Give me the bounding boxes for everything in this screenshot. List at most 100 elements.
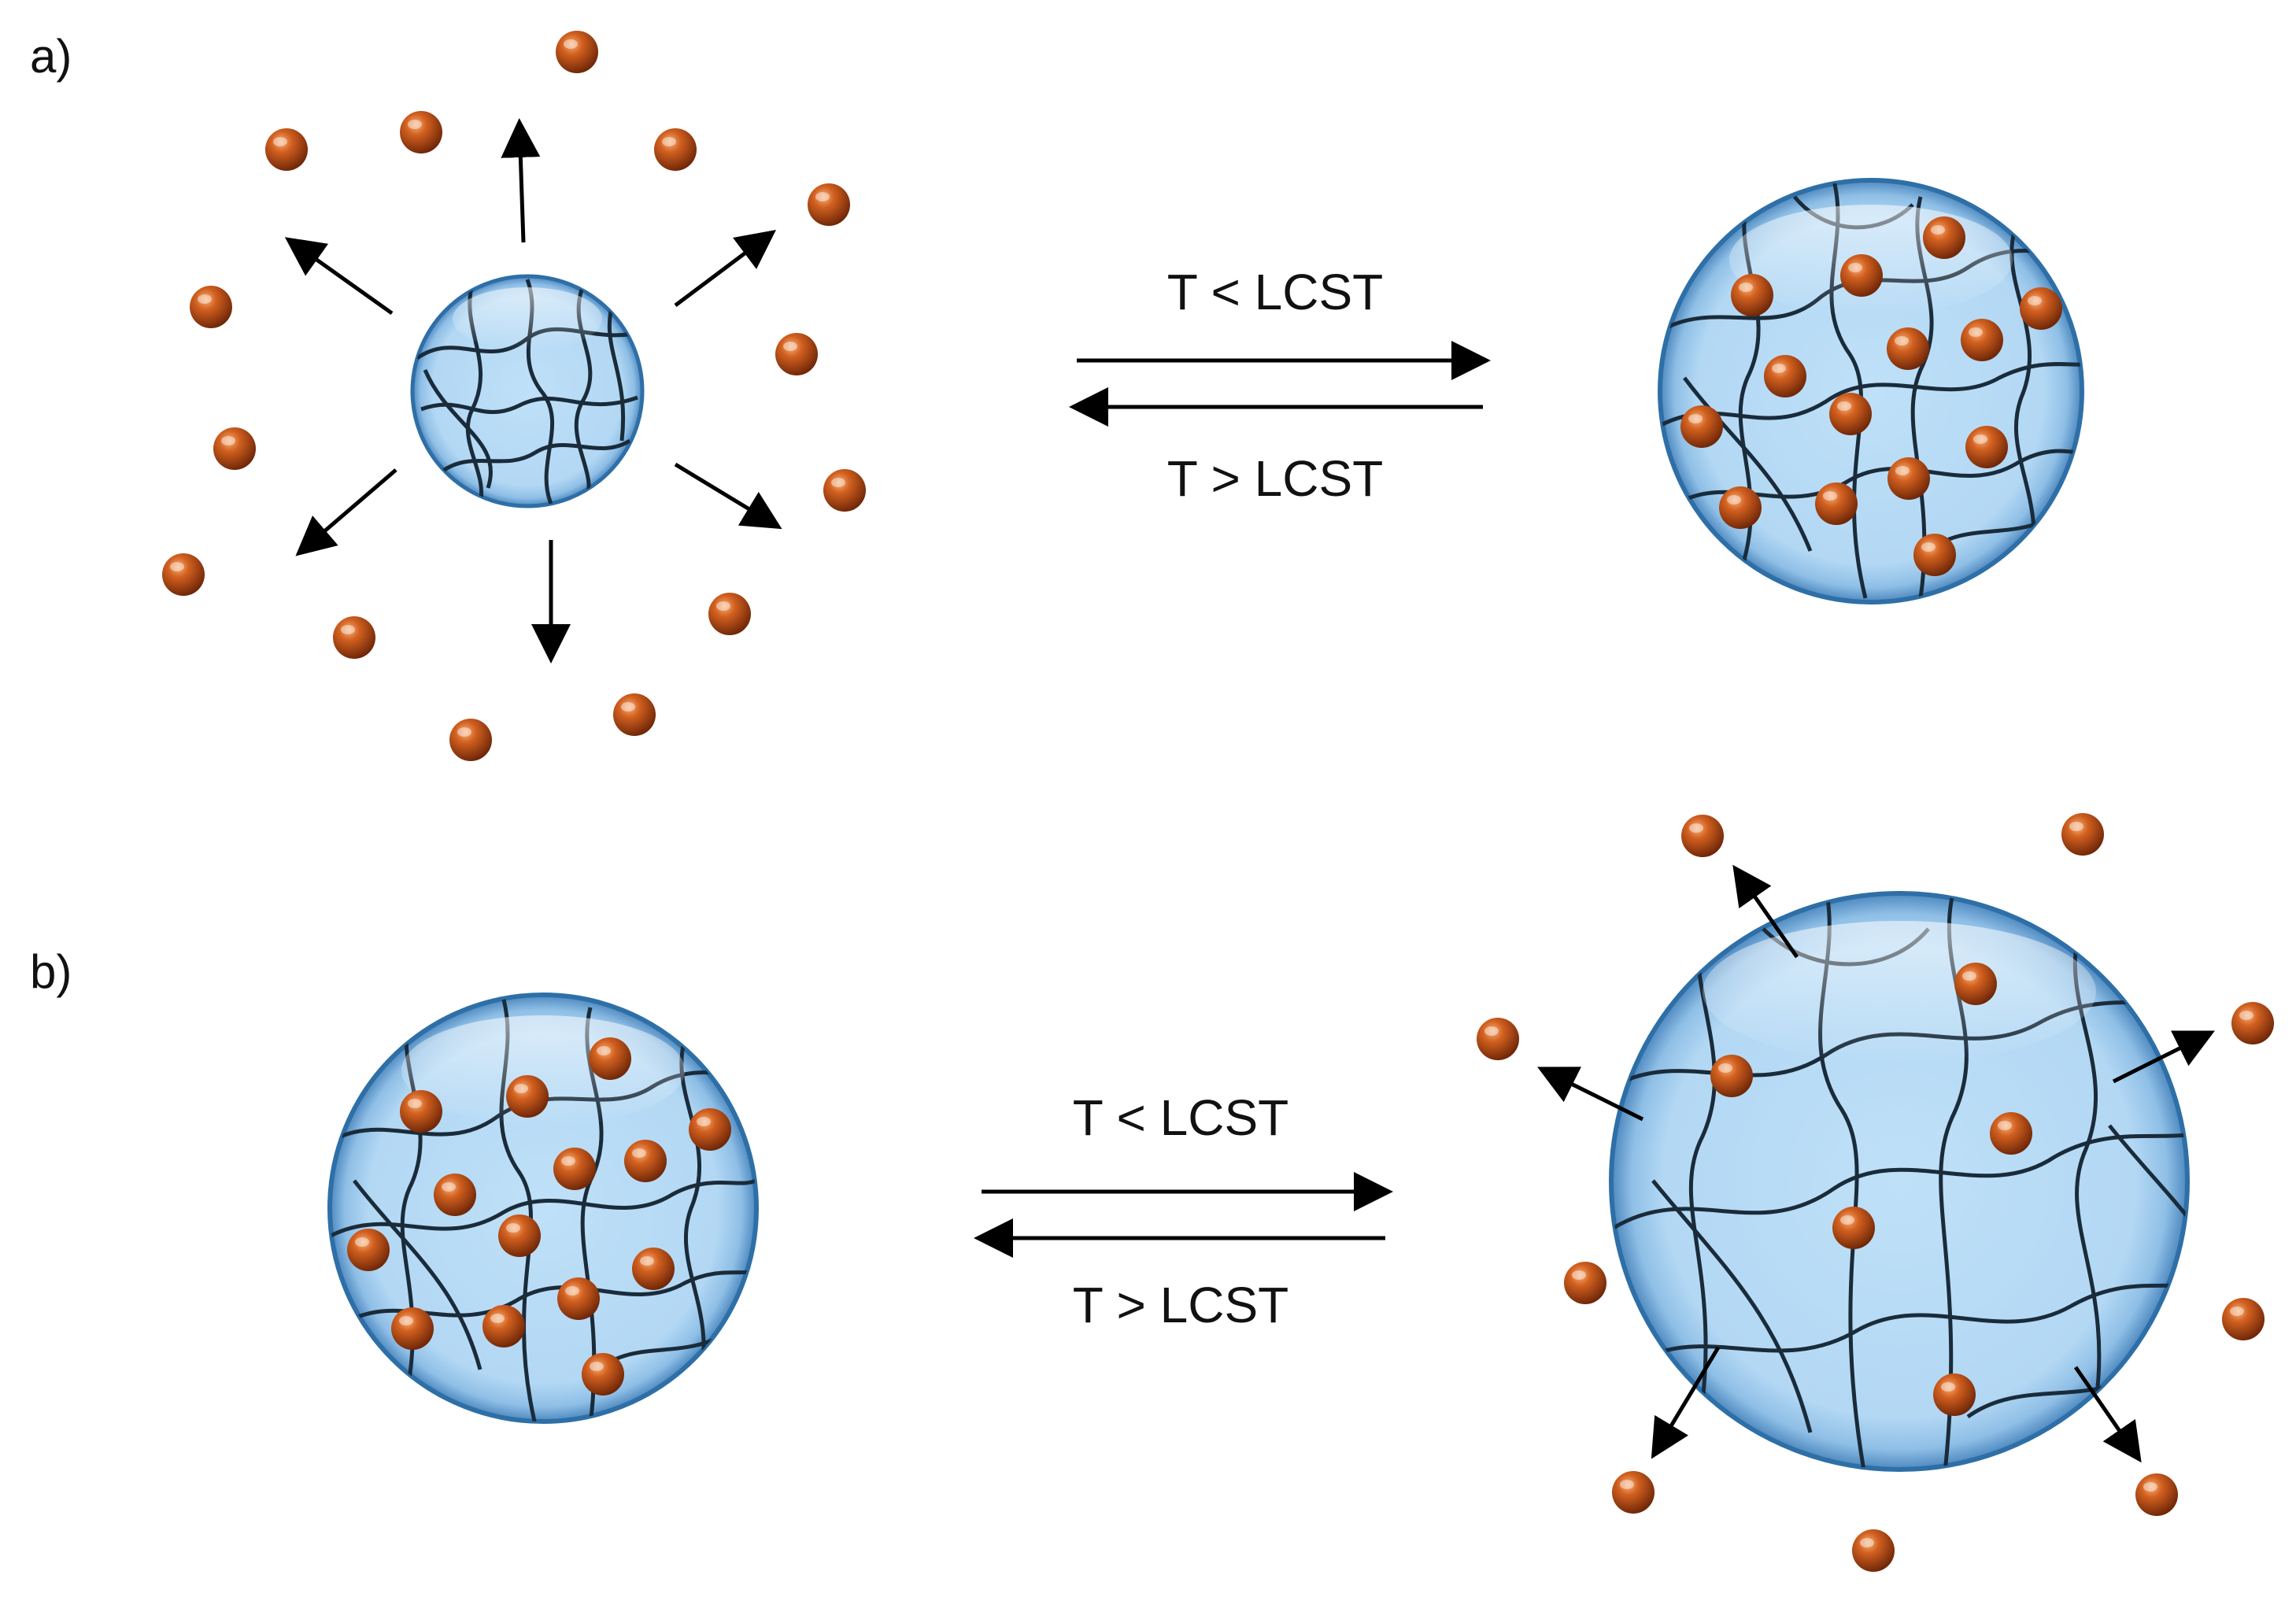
particle-highlight <box>273 137 287 146</box>
particle-highlight <box>1823 491 1837 501</box>
particle-highlight <box>1895 466 1910 475</box>
particle <box>1965 426 2008 468</box>
particle-highlight <box>783 342 797 351</box>
panel-b-forward-condition: T < LCST <box>1073 1089 1288 1146</box>
particle-highlight <box>590 1362 604 1371</box>
particle-highlight <box>1962 971 1976 981</box>
panel-a-equilibrium: T < LCST T > LCST <box>1069 264 1491 507</box>
particle <box>2231 1002 2274 1044</box>
particle-highlight <box>1837 401 1851 411</box>
particle <box>1840 254 1883 297</box>
particle-highlight <box>355 1237 369 1247</box>
particle-highlight <box>1921 542 1936 552</box>
particle <box>391 1307 434 1350</box>
particle-highlight <box>506 1223 520 1233</box>
particle <box>553 1148 596 1190</box>
panel-b-loaded-particles <box>347 1037 731 1396</box>
particle <box>400 111 442 153</box>
particle <box>589 1037 631 1080</box>
particle-highlight <box>2069 822 2083 831</box>
particle <box>1829 393 1872 435</box>
panel-b-equilibrium: T < LCST T > LCST <box>974 1089 1393 1333</box>
particle <box>2020 287 2062 330</box>
particle <box>265 128 308 171</box>
panel-b-released-particles <box>1477 813 2274 1572</box>
particle <box>1933 1373 1976 1416</box>
particle <box>1680 405 1723 448</box>
particle <box>1913 534 1956 576</box>
particle-highlight <box>1860 1538 1874 1547</box>
particle-highlight <box>621 702 635 712</box>
panel-b-inner-particles <box>1710 963 2032 1416</box>
particle <box>400 1090 442 1133</box>
particle <box>1710 1055 1753 1097</box>
particle <box>624 1140 667 1182</box>
particle-highlight <box>2239 1011 2253 1020</box>
particle <box>1477 1018 1519 1060</box>
particle-highlight <box>564 39 578 49</box>
particle-highlight <box>1840 1215 1854 1225</box>
particle <box>1852 1529 1895 1572</box>
particle-highlight <box>1931 225 1945 235</box>
panel-a-reverse-condition: T > LCST <box>1167 450 1383 507</box>
particle <box>482 1305 525 1347</box>
particle <box>1731 274 1773 316</box>
panel-b-swollen-gel <box>1609 891 2190 1472</box>
particle <box>1681 815 1724 857</box>
particle-highlight <box>198 294 212 304</box>
panel-a-collapsed-gel <box>410 274 645 508</box>
panel-a: a) <box>30 30 2084 761</box>
panel-a-release-arrows <box>284 118 782 664</box>
panel-b-release-arrows <box>1537 864 2215 1463</box>
particle-highlight <box>697 1117 711 1126</box>
particle <box>2135 1473 2178 1516</box>
particle <box>1832 1207 1875 1249</box>
particle-highlight <box>341 625 355 634</box>
particle <box>632 1248 675 1290</box>
particle <box>1954 963 1997 1005</box>
particle <box>823 469 866 512</box>
particle <box>498 1214 541 1257</box>
particle-highlight <box>831 478 845 487</box>
particle-highlight <box>408 120 422 129</box>
particle <box>1815 482 1858 525</box>
particle <box>1719 486 1762 529</box>
particle <box>1923 216 1965 259</box>
panel-a-released-particles <box>162 31 866 761</box>
particle-highlight <box>514 1084 528 1093</box>
particle <box>708 593 751 635</box>
particle <box>689 1108 731 1151</box>
particle <box>213 427 256 470</box>
particle <box>449 719 492 761</box>
panel-b-reverse-condition: T > LCST <box>1073 1277 1288 1333</box>
particle <box>1764 355 1806 397</box>
particle-highlight <box>1998 1121 2012 1130</box>
particle <box>557 1277 600 1320</box>
particle-highlight <box>1848 263 1862 272</box>
particle-highlight <box>2230 1307 2244 1316</box>
particle-highlight <box>1718 1063 1732 1073</box>
particle-highlight <box>2143 1482 2157 1492</box>
particle-highlight <box>442 1182 456 1192</box>
particle <box>1990 1112 2032 1155</box>
particle <box>654 128 697 171</box>
particle-highlight <box>565 1286 579 1296</box>
particle-highlight <box>1620 1480 1634 1489</box>
particle <box>162 553 205 596</box>
particle <box>808 183 850 226</box>
panel-a-forward-condition: T < LCST <box>1167 264 1383 320</box>
particle-highlight <box>1969 327 1983 337</box>
particle-highlight <box>2028 296 2042 305</box>
particle-highlight <box>1688 414 1703 423</box>
particle <box>506 1075 549 1118</box>
particle-highlight <box>1727 495 1741 505</box>
particle <box>1612 1471 1655 1514</box>
panel-a-label: a) <box>30 30 72 83</box>
particle <box>190 286 232 328</box>
particle <box>1887 457 1930 500</box>
particle <box>582 1353 624 1396</box>
panel-b: b) T < LCST T > LCST <box>30 813 2274 1572</box>
particle-highlight <box>1973 434 1987 444</box>
particle-highlight <box>1895 336 1909 346</box>
particle <box>333 616 375 659</box>
